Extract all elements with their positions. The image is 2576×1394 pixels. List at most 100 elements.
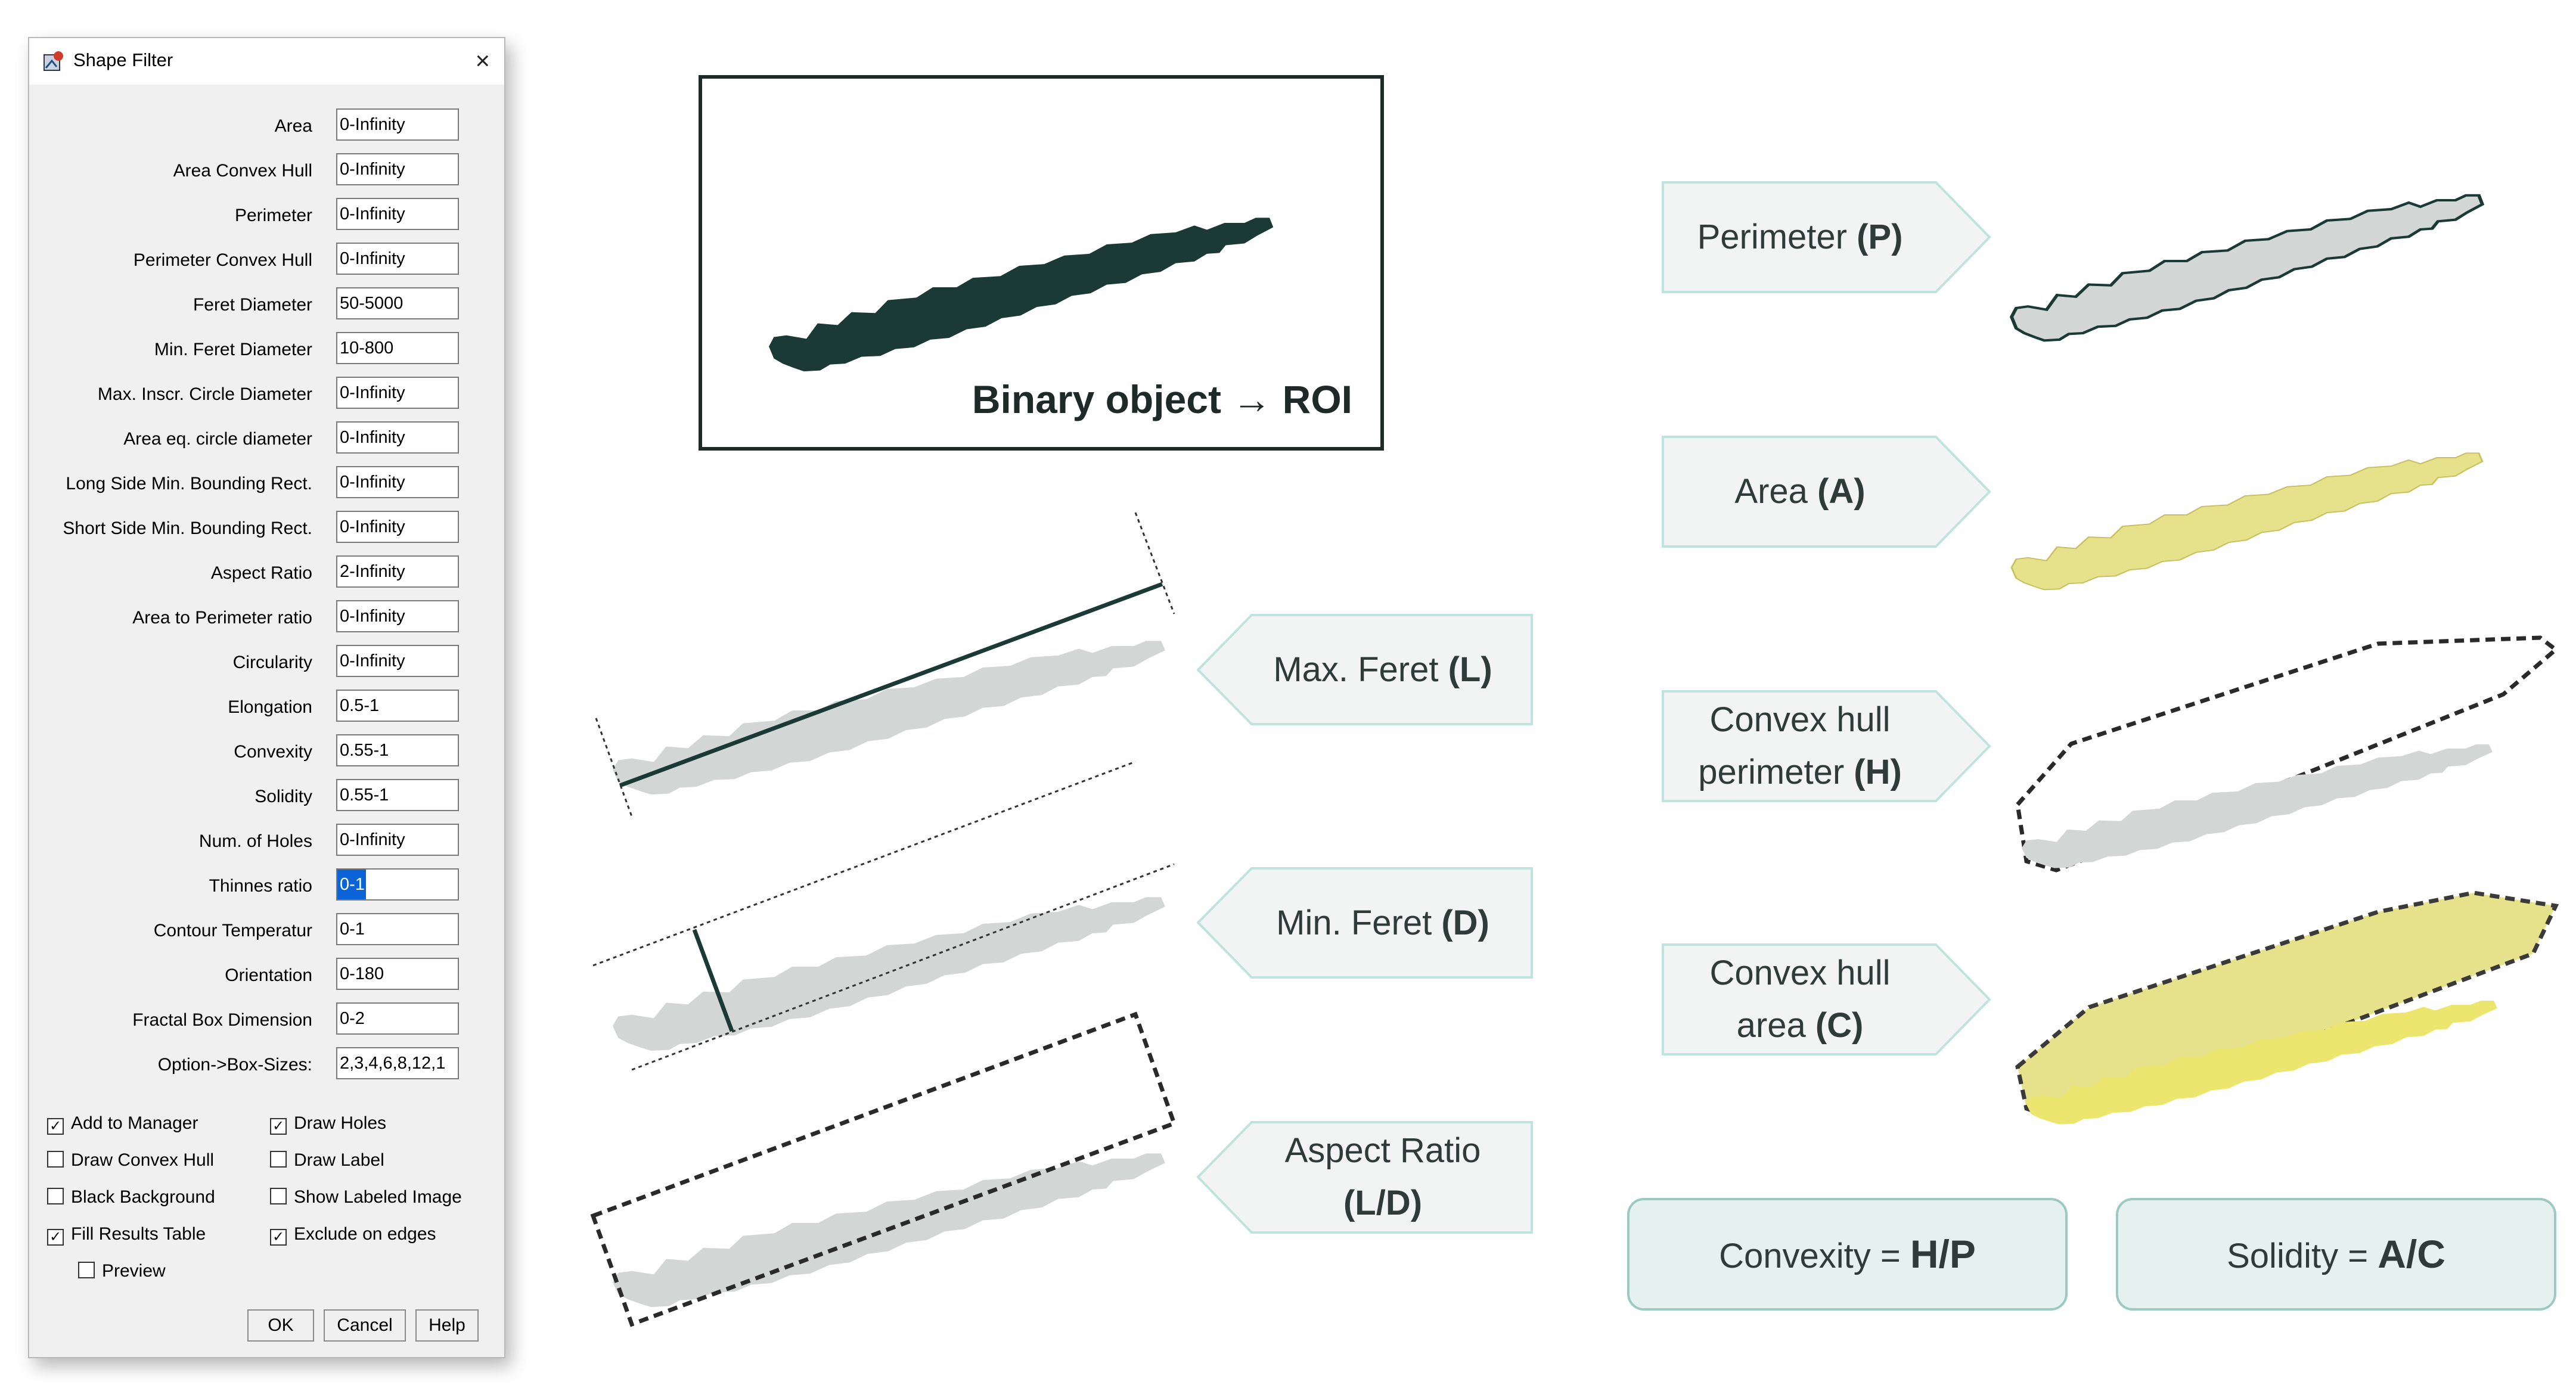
param-row: Fractal Box Dimension [29,1000,504,1045]
checkbox-box[interactable]: ✓ [47,1229,64,1246]
area-label-box [1662,436,1991,548]
draw-label-checkbox[interactable]: Draw Label [270,1150,384,1171]
convex-hull-perimeter-line2: perimeter [1698,753,1845,791]
param-input[interactable] [336,377,459,409]
param-input[interactable] [336,1002,459,1035]
param-label: Solidity [255,787,312,806]
checkbox-label: Draw Label [294,1150,384,1170]
param-label: Max. Inscr. Circle Diameter [97,384,312,404]
param-input[interactable] [336,108,459,141]
checkbox-label: Black Background [71,1187,215,1207]
show-labeled-image-checkbox[interactable]: Show Labeled Image [270,1187,462,1207]
param-row: Convexity [29,732,504,777]
param-input[interactable] [336,734,459,766]
param-input[interactable] [336,153,459,185]
bounding-rectangle [590,1011,1177,1327]
param-label: Num. of Holes [198,831,312,851]
param-row: Perimeter Convex Hull [29,240,504,285]
fill-results-table-checkbox[interactable]: ✓ Fill Results Table [47,1224,206,1246]
param-label: Area eq. circle diameter [123,429,312,449]
convexity-name: Convexity [1719,1237,1871,1275]
ok-button[interactable]: OK [247,1309,314,1342]
draw-convex-hull-checkbox[interactable]: Draw Convex Hull [47,1150,214,1171]
exclude-on-edges-checkbox[interactable]: ✓ Exclude on edges [270,1224,436,1246]
param-label: Option->Box-Sizes: [157,1055,312,1075]
param-label: Short Side Min. Bounding Rect. [63,519,312,538]
param-input[interactable] [336,466,459,498]
area-shape [2010,452,2484,591]
convex-hull-perimeter-symbol: (H) [1854,753,1902,791]
param-label: Area Convex Hull [173,161,312,181]
checkbox-label: Draw Convex Hull [71,1150,215,1170]
param-row: Option->Box-Sizes: [29,1045,504,1089]
shape-filter-dialog: Shape Filter × AreaArea Convex HullPerim… [28,37,505,1358]
checkbox-box[interactable]: ✓ [270,1118,287,1135]
param-input[interactable] [336,868,459,901]
convex-hull-area-symbol: (C) [1815,1006,1864,1045]
param-label: Area [274,116,312,136]
min-feret-label-box [1196,867,1533,979]
cancel-button[interactable]: Cancel [324,1309,406,1342]
aspect-ratio-symbol: (L/D) [1343,1184,1423,1222]
min-feret-label: Min. Feret (D) [1234,897,1532,949]
solidity-expression: A/C [2378,1232,2445,1276]
param-row: Aspect Ratio [29,553,504,598]
perimeter-label: Perimeter (P) [1663,211,1937,263]
param-input[interactable] [336,958,459,990]
param-label: Min. Feret Diameter [154,340,312,359]
add-to-manager-checkbox[interactable]: ✓ Add to Manager [47,1113,198,1135]
checkbox-box[interactable]: ✓ [270,1229,287,1246]
param-input[interactable] [336,779,459,811]
param-row: Solidity [29,777,504,821]
draw-holes-checkbox[interactable]: ✓Draw Holes [270,1113,386,1135]
param-row: Orientation [29,955,504,1000]
convex-hull-area-label-box [1662,943,1991,1055]
checkbox-label: Fill Results Table [71,1224,206,1244]
checkbox-label: Exclude on edges [294,1224,436,1244]
checkbox-label: Add to Manager [71,1113,198,1133]
param-input[interactable] [336,913,459,945]
param-input[interactable] [336,198,459,230]
checkbox-label: Show Labeled Image [294,1187,462,1207]
param-row: Max. Inscr. Circle Diameter [29,374,504,419]
close-icon[interactable]: × [475,46,490,74]
param-label: Perimeter [234,206,312,225]
aspect-ratio-label-box [1196,1121,1533,1234]
perimeter-label-box [1662,181,1991,293]
checkbox-box[interactable] [270,1151,287,1168]
max-feret-symbol: (L) [1448,650,1492,689]
help-button[interactable]: Help [415,1309,479,1342]
param-input[interactable] [336,824,459,856]
preview-checkbox[interactable]: Preview [78,1261,166,1281]
binary-object-caption: Binary object → ROI [971,377,1352,422]
param-input[interactable] [336,645,459,677]
convex-hull-area-line1: Convex hull [1709,954,1891,992]
checkbox-box[interactable] [47,1188,64,1204]
param-input[interactable] [336,555,459,588]
param-input[interactable] [336,690,459,722]
binary-object-text: Binary object [972,377,1221,421]
max-feret-label-box [1196,614,1533,725]
checkbox-box[interactable] [270,1188,287,1204]
param-input[interactable] [336,287,459,319]
param-label: Aspect Ratio [210,563,312,583]
dialog-titlebar[interactable]: Shape Filter × [29,38,504,85]
checkbox-box[interactable] [47,1151,64,1168]
checkbox-box[interactable]: ✓ [47,1118,64,1135]
param-input[interactable] [336,243,459,275]
convexity-formula: Convexity = H/P [1628,1200,2066,1310]
convexity-equals: = [1880,1237,1901,1275]
param-input[interactable] [336,600,459,632]
black-background-checkbox[interactable]: Black Background [47,1187,215,1207]
arrow-right-icon: → [1232,377,1272,421]
param-input[interactable] [336,421,459,454]
checkbox-box[interactable] [78,1262,95,1278]
param-input[interactable] [336,332,459,364]
param-row: Contour Temperatur [29,911,504,955]
param-label: Long Side Min. Bounding Rect. [66,474,312,493]
param-input[interactable] [336,511,459,543]
param-row: Long Side Min. Bounding Rect. [29,464,504,508]
param-input[interactable] [336,1047,459,1079]
